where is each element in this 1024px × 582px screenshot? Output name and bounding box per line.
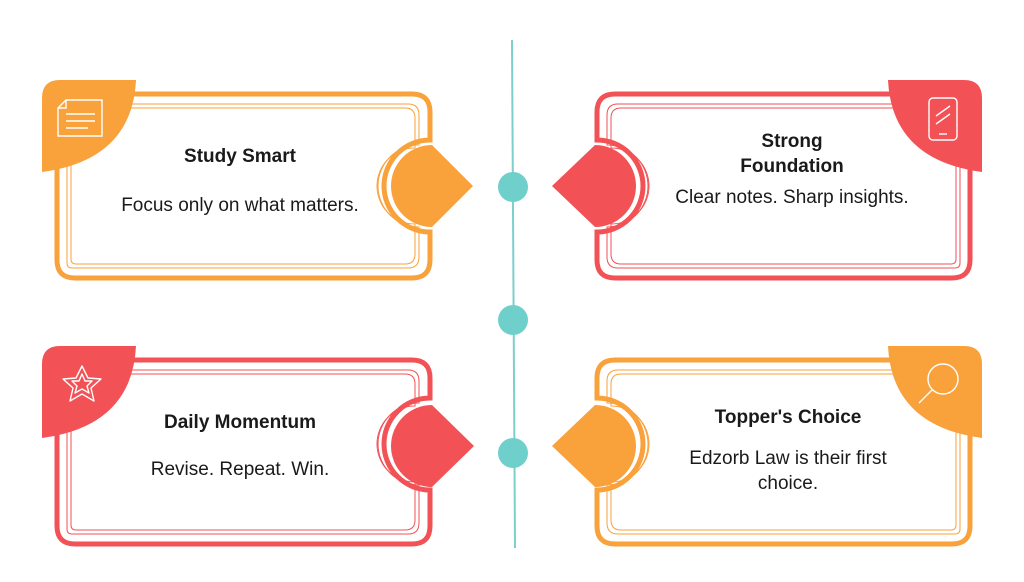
card-body: Revise. Repeat. Win.	[150, 459, 330, 480]
document-icon	[57, 99, 103, 137]
card-title: Topper's Choice	[714, 407, 862, 428]
timeline-dot-3	[498, 438, 528, 468]
card-frame	[594, 91, 973, 281]
timeline-dot-2	[498, 305, 528, 335]
card-inner-line	[70, 373, 416, 531]
card-inner-line	[66, 103, 420, 269]
connector-pointer	[391, 405, 474, 487]
timeline-dot-1	[498, 172, 528, 202]
card-inner-line	[66, 369, 420, 535]
card-study-smart	[42, 80, 473, 281]
magnifier-icon	[918, 363, 959, 404]
card-title: Strong Foundation	[740, 131, 844, 177]
card-strong-foundation	[552, 80, 982, 281]
card-inner-line	[70, 107, 416, 265]
card-2-text: Strong Foundation Clear notes. Sharp ins…	[642, 129, 942, 210]
card-inner-line	[606, 103, 961, 269]
card-3-text: Daily Momentum Revise. Repeat. Win.	[80, 410, 400, 482]
tablet-icon	[928, 97, 958, 141]
card-inner-line	[606, 369, 961, 535]
card-body: Focus only on what matters.	[121, 195, 359, 216]
card-inner-line	[610, 107, 957, 265]
connector-pointer	[391, 145, 473, 227]
connector-pointer	[552, 405, 636, 487]
card-title: Daily Momentum	[163, 412, 317, 433]
timeline-line	[511, 39, 516, 549]
connector-pointer	[552, 145, 636, 227]
card-frame	[594, 357, 973, 547]
card-title: Study Smart	[184, 146, 296, 167]
card-frame	[54, 91, 433, 281]
card-frame	[54, 357, 433, 547]
card-1-text: Study Smart Focus only on what matters.	[80, 144, 400, 218]
card-body: Clear notes. Sharp insights.	[675, 187, 909, 208]
corner-tab	[888, 80, 982, 172]
card-4-text: Topper's Choice Edzorb Law is their firs…	[638, 405, 938, 496]
star-icon	[62, 365, 102, 402]
card-body: Edzorb Law is their first choice.	[689, 448, 887, 494]
card-daily-momentum	[42, 346, 474, 547]
card-toppers-choice	[552, 346, 982, 547]
